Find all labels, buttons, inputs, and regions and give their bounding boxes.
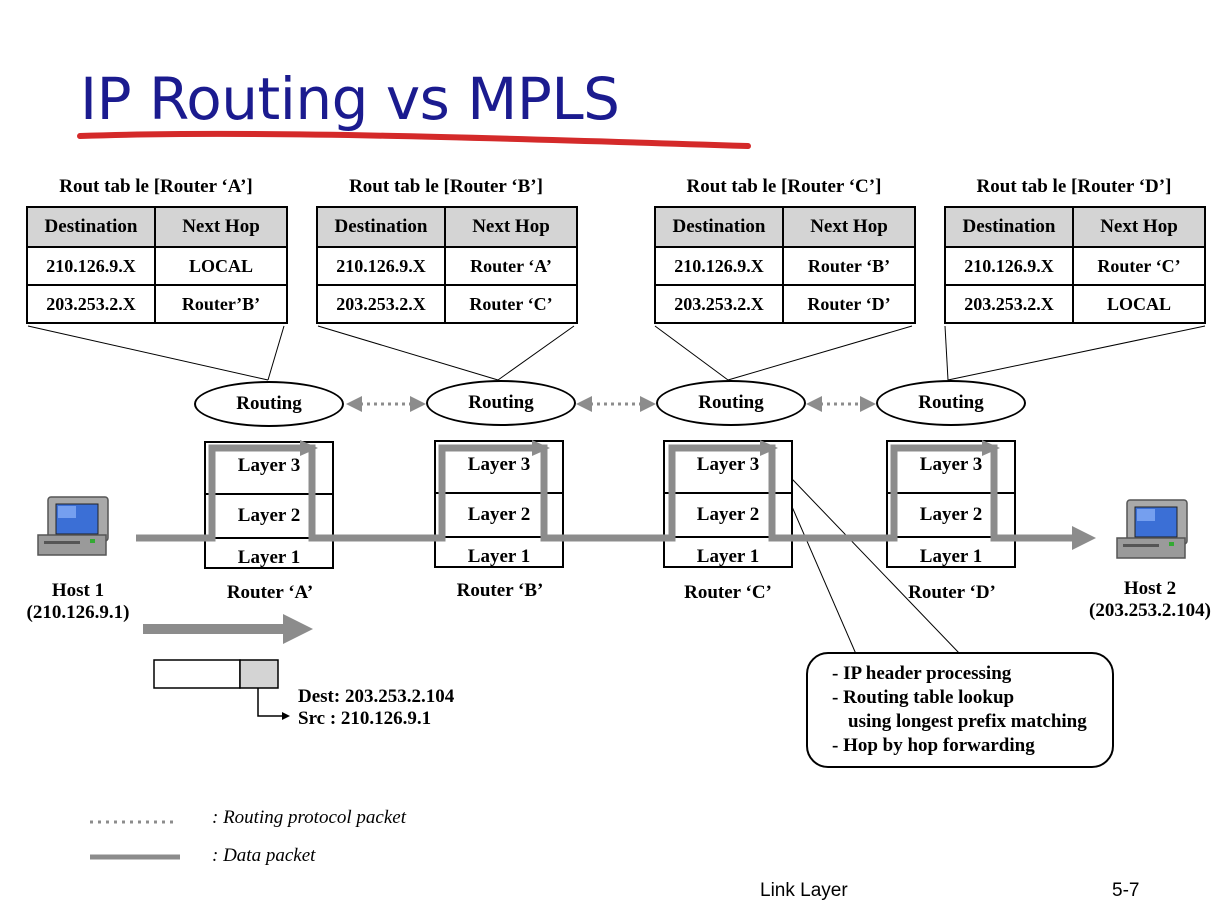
packet-dest: Dest: 203.253.2.104 — [298, 686, 455, 707]
header-destination: Destination — [26, 206, 156, 248]
layer-3-label: Layer 3 — [696, 454, 760, 475]
layer-3-label: Layer 3 — [919, 454, 983, 475]
legend-data-packet: : Data packet — [212, 845, 316, 866]
layer-2-label: Layer 2 — [888, 492, 1014, 530]
header-next-hop: Next Hop — [782, 206, 916, 248]
routing-ellipse-c: Routing — [656, 380, 806, 426]
data-packet-path — [136, 444, 1080, 542]
table-cell: 203.253.2.X — [944, 284, 1074, 324]
header-next-hop: Next Hop — [444, 206, 578, 248]
header-next-hop: Next Hop — [154, 206, 288, 248]
header-destination: Destination — [316, 206, 446, 248]
page-number: 5-7 — [1112, 880, 1140, 901]
note-line: - Hop by hop forwarding — [832, 735, 1035, 756]
table-cell: Router’B’ — [154, 284, 288, 324]
table-cell: Router ‘D’ — [782, 284, 916, 324]
table-connector-lines — [27, 325, 1206, 381]
header-destination: Destination — [944, 206, 1074, 248]
router-label-d: Router ‘D’ — [908, 582, 996, 603]
table-cell: 210.126.9.X — [944, 246, 1074, 286]
table-cell: LOCAL — [154, 246, 288, 286]
routing-protocol-arrows — [346, 396, 876, 412]
routing-ellipse-b: Routing — [426, 380, 576, 426]
host-name: Host 1 — [51, 580, 105, 601]
table-cell: Router ‘C’ — [444, 284, 578, 324]
table-cell: LOCAL — [1072, 284, 1206, 324]
route-table-caption-a: Rout tab le [Router ‘A’] — [59, 176, 253, 197]
layer-2-label: Layer 2 — [206, 493, 332, 531]
table-cell: 203.253.2.X — [26, 284, 156, 324]
host-name: Host 2 — [1123, 578, 1177, 599]
table-cell: 210.126.9.X — [654, 246, 784, 286]
table-cell: Router ‘B’ — [782, 246, 916, 286]
title-underline — [77, 130, 751, 149]
table-cell: 203.253.2.X — [316, 284, 446, 324]
computer-icon — [1116, 499, 1188, 559]
router-label-a: Router ‘A’ — [226, 582, 314, 603]
host-address: (210.126.9.1) — [26, 602, 130, 623]
router-label-b: Router ‘B’ — [456, 580, 544, 601]
table-cell: 210.126.9.X — [26, 246, 156, 286]
path-corner-arrow — [982, 440, 1000, 456]
direction-arrow — [143, 614, 313, 644]
layer-1-label: Layer 1 — [206, 537, 332, 573]
table-cell: 210.126.9.X — [316, 246, 446, 286]
host-address: (203.253.2.104) — [1089, 600, 1211, 621]
host-2-label: Host 2 (203.253.2.104) — [1080, 578, 1220, 622]
page-title: IP Routing vs MPLS — [80, 65, 620, 133]
header-next-hop: Next Hop — [1072, 206, 1206, 248]
legend-routing-packet: : Routing protocol packet — [212, 807, 406, 828]
layer-2-label: Layer 2 — [665, 492, 791, 530]
table-cell: 203.253.2.X — [654, 284, 784, 324]
layer-3-label: Layer 3 — [237, 455, 301, 476]
table-cell: Router ‘C’ — [1072, 246, 1206, 286]
header-destination: Destination — [654, 206, 784, 248]
path-corner-arrow — [532, 440, 550, 456]
packet-src: Src : 210.126.9.1 — [298, 708, 432, 729]
packet-header — [239, 659, 279, 689]
path-corner-arrow — [300, 440, 318, 456]
data-path-arrowhead — [1072, 526, 1096, 550]
path-corner-arrow — [760, 440, 778, 456]
note-line: - Routing table lookup — [832, 687, 1015, 708]
footer-section: Link Layer — [760, 880, 848, 901]
route-table-caption-c: Rout tab le [Router ‘C’] — [686, 176, 882, 197]
route-table-caption-d: Rout tab le [Router ‘D’] — [976, 176, 1172, 197]
host-1-label: Host 1 (210.126.9.1) — [18, 580, 138, 624]
layer-1-label: Layer 1 — [436, 536, 562, 572]
note-line: - IP header processing — [832, 663, 1012, 684]
layer-2-label: Layer 2 — [436, 492, 562, 530]
table-cell: Router ‘A’ — [444, 246, 578, 286]
layer-1-label: Layer 1 — [888, 536, 1014, 572]
packet-payload — [153, 659, 241, 689]
routing-ellipse-a: Routing — [194, 381, 344, 427]
ip-processing-note: - IP header processing - Routing table l… — [806, 652, 1114, 768]
routing-ellipse-d: Routing — [876, 380, 1026, 426]
packet-header-pointer — [257, 688, 284, 717]
note-line: using longest prefix matching — [848, 711, 1087, 732]
packet-addresses: Dest: 203.253.2.104 Src : 210.126.9.1 — [298, 686, 454, 730]
computer-icon — [37, 496, 109, 556]
layer-1-label: Layer 1 — [665, 536, 791, 572]
layer-3-label: Layer 3 — [467, 454, 531, 475]
route-table-caption-b: Rout tab le [Router ‘B’] — [349, 176, 543, 197]
router-label-c: Router ‘C’ — [684, 582, 772, 603]
